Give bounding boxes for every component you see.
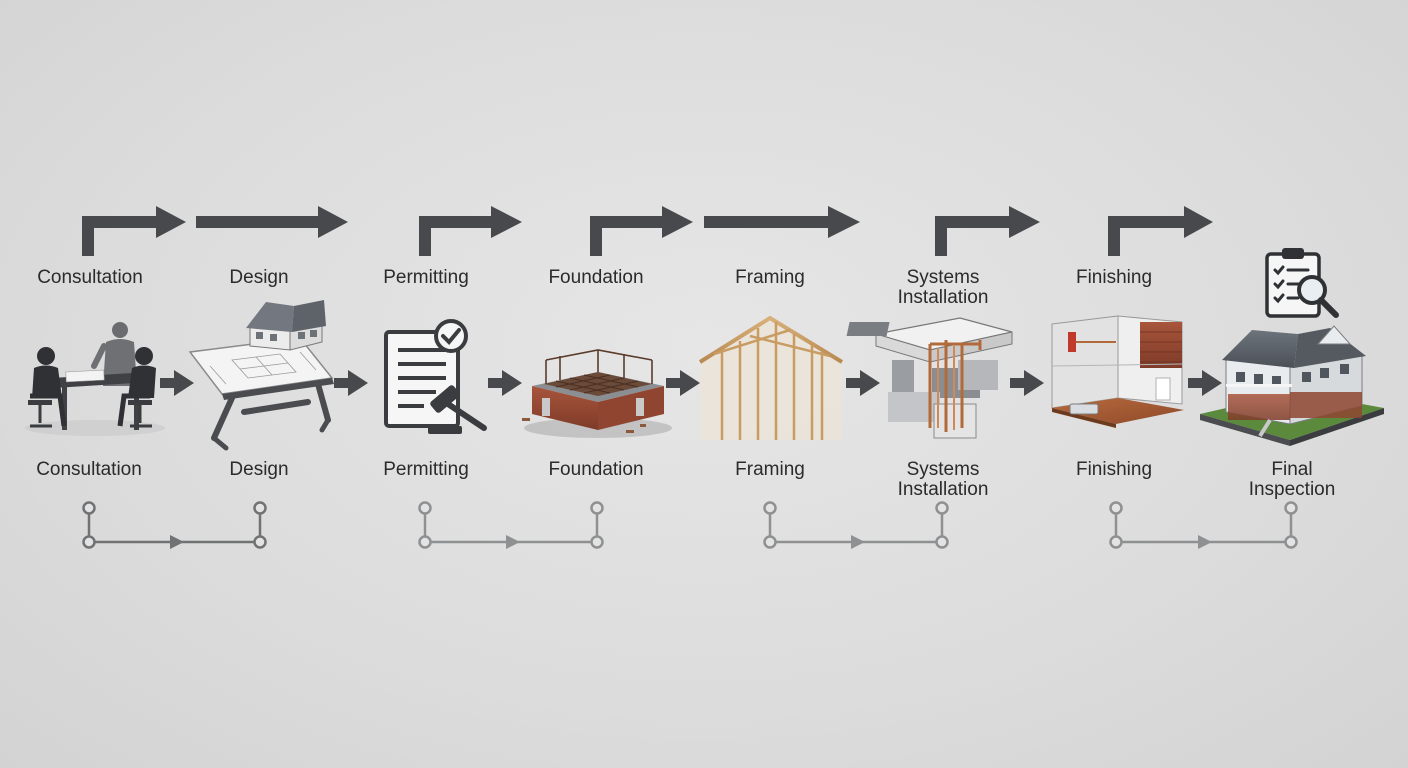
bottom-label-systems-installation: Systems Installation <box>897 459 989 500</box>
top-label-permitting: Permitting <box>383 267 469 288</box>
bottom-label-final-inspection: Final Inspection <box>1248 459 1336 500</box>
bottom-label-design: Design <box>229 459 289 480</box>
finished-interior-icon <box>1051 315 1184 428</box>
bottom-connectors <box>82 501 1298 549</box>
gavel-icon <box>428 385 487 434</box>
step-arrow-icon <box>334 370 368 396</box>
top-flow-arrows <box>82 206 1213 256</box>
elbow-arrow-icon <box>82 206 186 256</box>
bottom-label-foundation: Foundation <box>548 459 644 480</box>
drafting-table-icon <box>188 300 334 451</box>
top-label-finishing: Finishing <box>1075 267 1153 288</box>
step-arrow-icon <box>488 370 522 396</box>
bottom-label-consultation: Consultation <box>36 459 142 480</box>
step-arrow-icon <box>1010 370 1044 396</box>
top-label-foundation: Foundation <box>548 267 644 288</box>
step-arrow-icon <box>666 370 700 396</box>
top-label-design: Design <box>229 267 289 288</box>
elbow-arrow-icon <box>590 206 693 256</box>
systems-installation-icon <box>846 317 1013 439</box>
foundation-icon <box>522 349 672 438</box>
step-arrow-icon <box>1188 370 1222 396</box>
connector-finishing-inspection <box>1109 501 1298 549</box>
step-arrow-icon <box>160 370 194 396</box>
connector-consultation-design <box>82 501 267 549</box>
connector-framing-systems <box>763 501 949 549</box>
step-arrows <box>160 370 1222 396</box>
elbow-arrow-icon <box>419 206 522 256</box>
bottom-label-permitting: Permitting <box>383 459 469 480</box>
top-label-consultation: Consultation <box>37 267 143 288</box>
meeting-icon <box>25 322 165 436</box>
top-label-systems-installation: Systems Installation <box>897 267 989 308</box>
straight-arrow-icon <box>704 206 860 238</box>
bottom-label-framing: Framing <box>735 459 805 480</box>
permit-document-icon <box>384 319 487 434</box>
inspection-clipboard-icon <box>1265 248 1339 318</box>
finished-house-icon <box>1200 325 1384 446</box>
connector-permitting-foundation <box>418 501 604 549</box>
elbow-arrow-icon <box>935 206 1040 256</box>
house-framing-icon <box>698 315 844 442</box>
bottom-label-finishing: Finishing <box>1075 459 1153 480</box>
straight-arrow-icon <box>196 206 348 238</box>
top-label-framing: Framing <box>735 267 805 288</box>
step-arrow-icon <box>846 370 880 396</box>
elbow-arrow-icon <box>1108 206 1213 256</box>
